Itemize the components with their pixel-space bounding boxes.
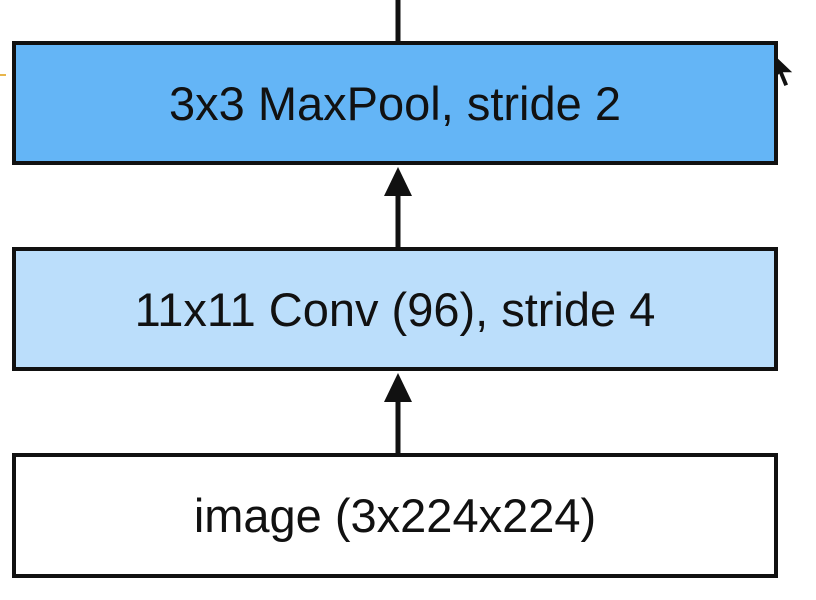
maxpool-label: 3x3 MaxPool, stride 2 [169,76,621,130]
image-label: image (3x224x224) [193,489,597,542]
conv-to-maxpool-arrow-head [384,167,412,196]
conv-block: 11x11 Conv (96), stride 4 [12,247,778,371]
image-to-conv-arrow-head [384,373,412,402]
edge-marker [0,74,6,76]
image-input-block: image (3x224x224) [12,453,778,578]
maxpool-block: 3x3 MaxPool, stride 2 [12,41,778,165]
conv-label: 11x11 Conv (96), stride 4 [134,282,656,336]
